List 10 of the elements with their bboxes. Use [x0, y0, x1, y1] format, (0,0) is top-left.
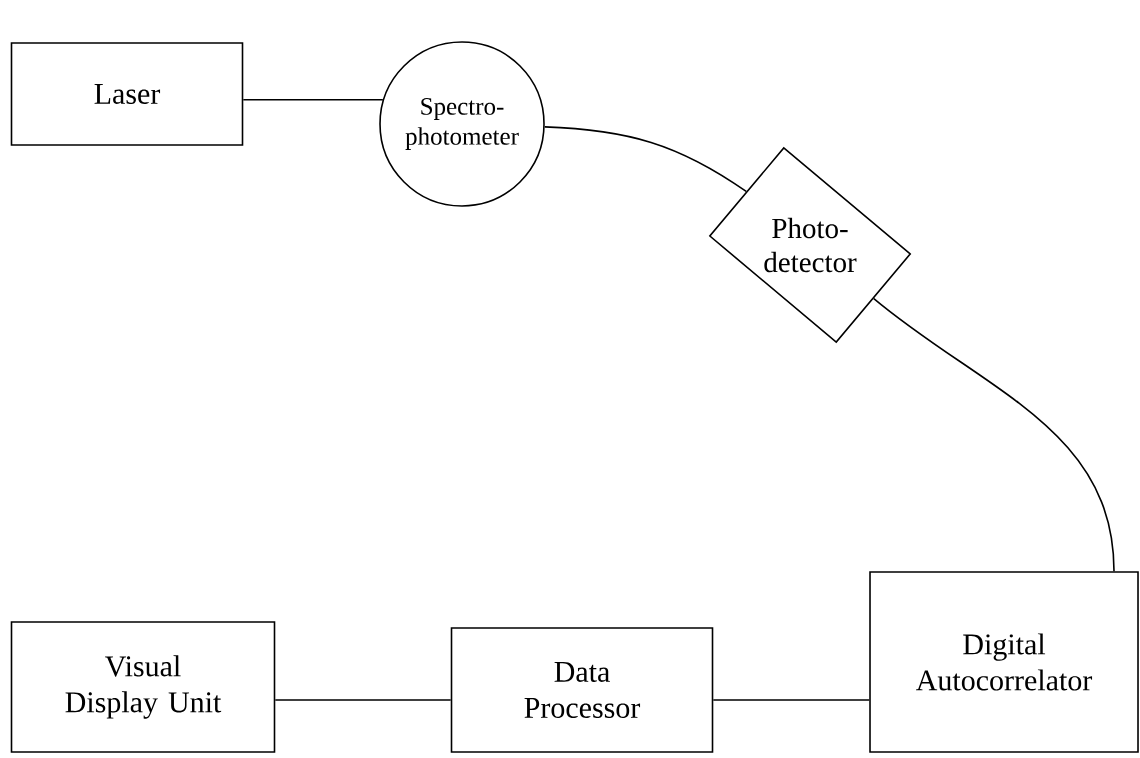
circle-node: Spectro- photometer	[379, 41, 545, 207]
connector-line	[242, 99, 384, 101]
block-box: Laser	[10, 42, 244, 146]
block-box: Digital Autocorrelator	[869, 571, 1139, 753]
connector-line	[543, 126, 747, 193]
connector-line	[274, 699, 452, 701]
block-box: Data Processor	[450, 627, 714, 753]
connector-line	[873, 297, 1115, 572]
block-box: Visual Display Unit	[10, 621, 276, 753]
connector-line	[712, 699, 870, 701]
